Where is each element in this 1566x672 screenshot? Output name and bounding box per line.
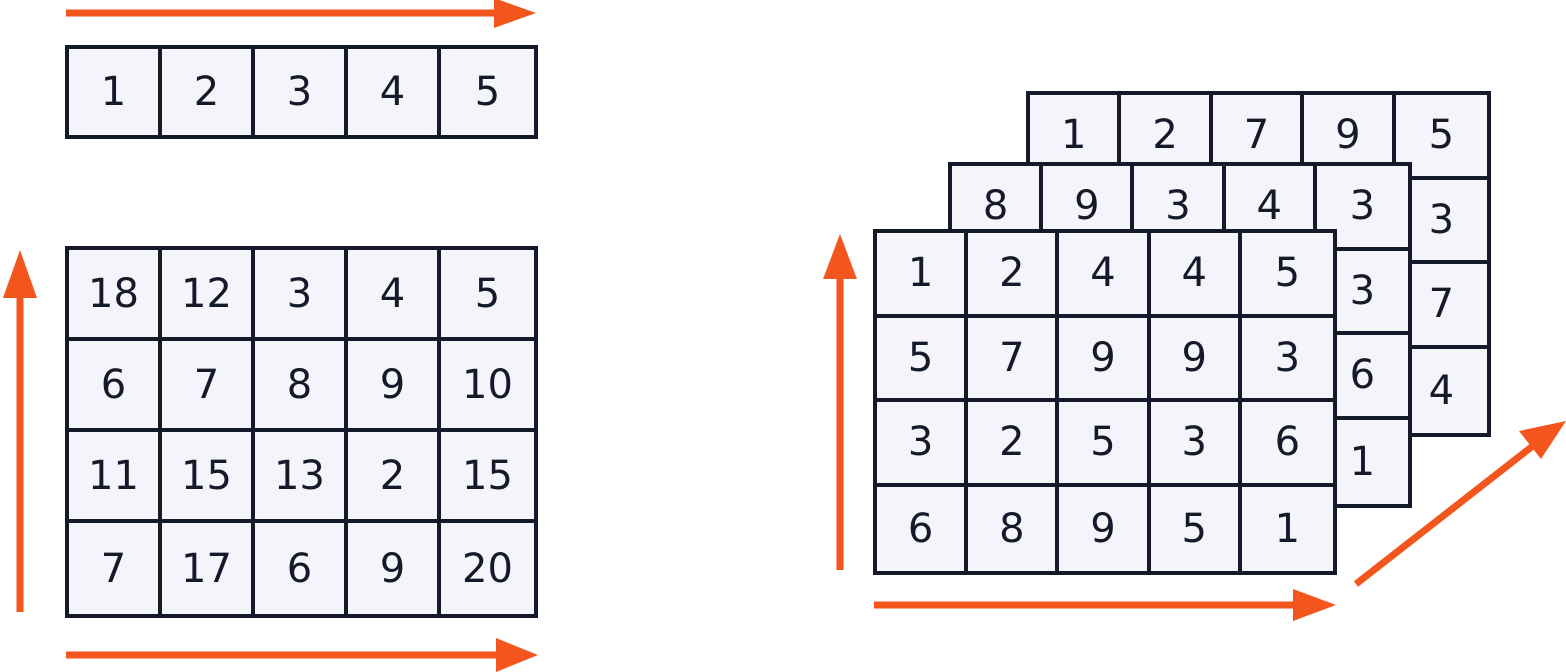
grid-cell: 4 [348, 250, 441, 341]
grid-cell: 13 [255, 432, 348, 523]
grid-cell: 3 [1316, 166, 1408, 251]
up-arrow-icon [3, 250, 37, 612]
grid-cell: 5 [1059, 402, 1151, 487]
up-arrow-icon [823, 234, 857, 570]
grid-cell: 2 [162, 49, 255, 135]
grid-cell: 9 [1059, 486, 1151, 571]
grid-cell: 5 [474, 69, 501, 115]
grid-cell: 2 [968, 233, 1060, 318]
grid-cell: 6 [1316, 335, 1408, 420]
grid-cell: 4 [1150, 233, 1242, 318]
grid-cell: 3 [1241, 318, 1333, 402]
grid-cell: 1 [69, 49, 162, 135]
grid-cell: 9 [1150, 317, 1242, 402]
grid-cell: 5 [441, 250, 534, 341]
grid-cell: 1 [1274, 505, 1301, 552]
right-arrow-icon [66, 0, 536, 28]
grid-cell: 3 [255, 49, 348, 135]
grid-cell: 9 [348, 341, 441, 432]
grid-cell: 17 [162, 523, 255, 614]
grid-cell: 7 [162, 341, 255, 432]
grid-cell: 7 [69, 523, 162, 614]
grid-cell: 3 [1316, 251, 1408, 335]
grid-cell: 6 [69, 341, 162, 432]
grid-cell: 3 [877, 402, 969, 487]
right-arrow-icon [66, 638, 538, 672]
grid-cell: 1 [877, 233, 969, 318]
grid-cell: 9 [348, 523, 441, 614]
diagonal-arrow-icon [1353, 421, 1566, 587]
right-arrow-icon [874, 589, 1336, 621]
grid-cell: 1 [1349, 438, 1376, 485]
grid-cell: 6 [877, 486, 969, 571]
grid-cell: 3 [1395, 180, 1487, 264]
grid-cell: 15 [441, 432, 534, 523]
grid-cell: 12 [162, 250, 255, 341]
grid-cell: 3 [1150, 402, 1242, 487]
grid-cell: 20 [462, 545, 513, 592]
grid-cell: 2 [348, 432, 441, 523]
grid-cell: 7 [1395, 264, 1487, 349]
grid-cell: 2 [968, 402, 1060, 487]
grid-cell: 5 [1151, 486, 1242, 571]
grid-cell: 4 [1428, 367, 1455, 414]
grid-cell: 5 [1241, 233, 1333, 318]
grid-cell: 10 [441, 341, 534, 432]
grid-cell: 7 [968, 317, 1060, 402]
grid-cell: 18 [69, 250, 162, 341]
grid-cell: 15 [162, 432, 255, 523]
grid-cell: 11 [69, 432, 162, 523]
grid-cell: 5 [1395, 95, 1487, 180]
grid-cell: 4 [1059, 233, 1151, 318]
grid-cell: 6 [1241, 402, 1333, 487]
grid-cell: 8 [255, 341, 348, 432]
grid-cell: 3 [255, 250, 348, 341]
grid-cell: 8 [968, 486, 1060, 571]
grid-cell: 4 [348, 49, 441, 135]
grid-cell: 9 [1059, 317, 1151, 402]
grid-cell: 6 [255, 523, 348, 614]
grid-cell: 5 [877, 317, 969, 402]
